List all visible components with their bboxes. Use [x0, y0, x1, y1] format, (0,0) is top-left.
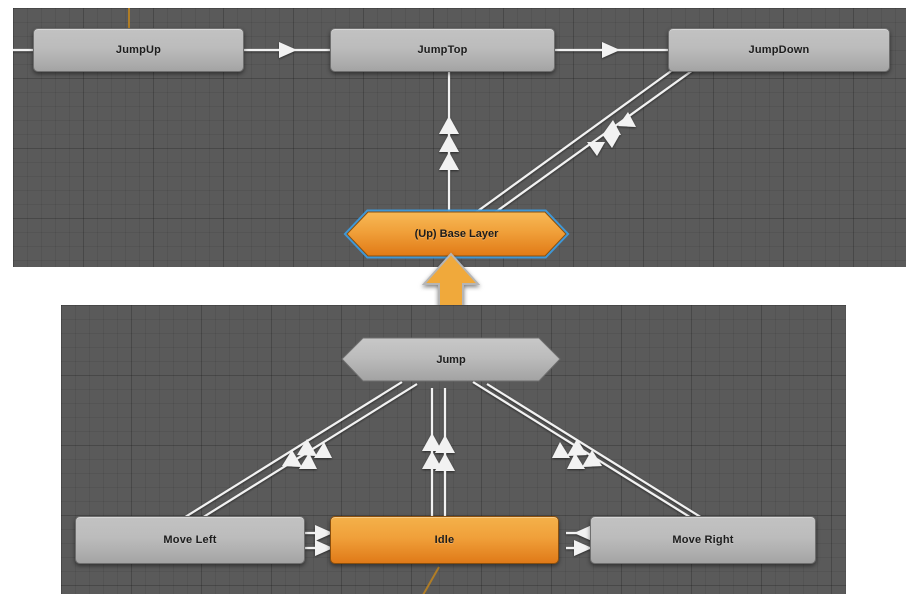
transition-jump-moveleft-a[interactable] [181, 381, 403, 520]
substate-node-shape [341, 337, 561, 382]
substate-node-jump[interactable]: Jump [341, 337, 561, 382]
state-node-move-right[interactable]: Move Right [590, 516, 816, 564]
state-node-jumpdown[interactable]: JumpDown [668, 28, 890, 72]
state-node-label: JumpTop [417, 44, 468, 56]
base-layer-graph-panel[interactable]: Jump Move Left Idle Move Right [61, 305, 846, 594]
substate-node-shape [346, 211, 567, 257]
state-node-label: Idle [434, 534, 455, 546]
state-node-label: Move Right [672, 534, 734, 546]
substate-node-label: Jump [436, 353, 466, 366]
state-node-idle[interactable]: Idle [330, 516, 559, 564]
state-node-jumpup[interactable]: JumpUp [33, 28, 244, 72]
state-node-jumptop[interactable]: JumpTop [330, 28, 555, 72]
substate-node-up-base-layer[interactable]: (Up) Base Layer [343, 209, 570, 259]
transition-moveright-jump-b[interactable] [486, 383, 708, 522]
state-node-label: JumpUp [115, 44, 162, 56]
state-node-label: JumpDown [748, 44, 810, 56]
transition-jumpdown-baselayer-a[interactable] [463, 65, 679, 222]
state-node-label: Move Left [163, 534, 217, 546]
substate-node-label: (Up) Base Layer [414, 228, 499, 240]
entry-marker-line [128, 8, 130, 28]
transition-jump-moveright-a[interactable] [472, 381, 694, 520]
state-node-move-left[interactable]: Move Left [75, 516, 305, 564]
default-state-marker-line [422, 566, 440, 594]
transition-moveleft-jump-b[interactable] [196, 383, 418, 522]
up-layer-graph-panel[interactable]: JumpUp JumpTop JumpDown (Up) Base [13, 8, 906, 267]
transition-baselayer-jumpdown-b[interactable] [478, 69, 694, 225]
